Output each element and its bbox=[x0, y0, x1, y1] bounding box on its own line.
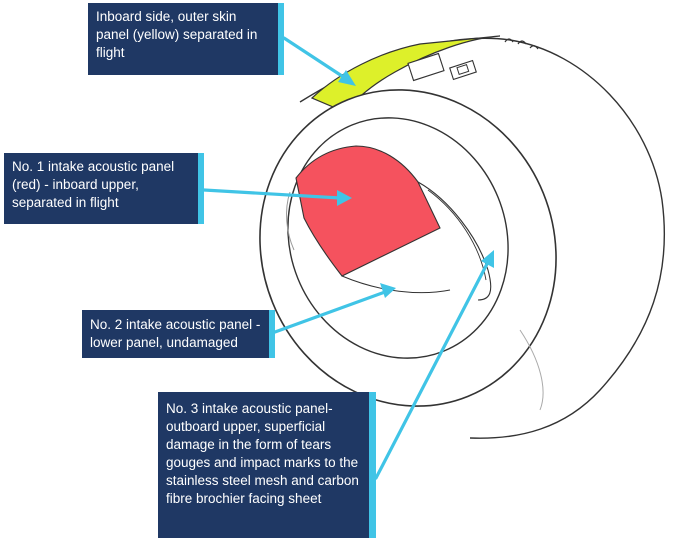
acoustic-panel-no1-red bbox=[295, 145, 441, 277]
cowling-latch-panel bbox=[407, 52, 445, 82]
callout-2-text: No. 1 intake acoustic panel (red) - inbo… bbox=[12, 159, 175, 210]
callout-acoustic-panel-no1: No. 1 intake acoustic panel (red) - inbo… bbox=[4, 153, 204, 224]
callout-acoustic-panel-no2: No. 2 intake acoustic panel - lower pane… bbox=[82, 310, 275, 358]
intake-shading bbox=[286, 191, 295, 251]
outer-skin-panel-yellow bbox=[310, 35, 501, 113]
arrowhead-2 bbox=[337, 190, 352, 206]
callout-acoustic-panel-no3: No. 3 intake acoustic panel- outboard up… bbox=[158, 392, 376, 538]
nacelle-shading bbox=[519, 329, 544, 411]
leader-line-3 bbox=[273, 290, 387, 334]
arrowhead-1 bbox=[338, 70, 356, 86]
leader-arrowheads bbox=[337, 70, 494, 298]
callout-4-text: No. 3 intake acoustic panel- outboard up… bbox=[166, 401, 359, 506]
leader-lines bbox=[202, 36, 490, 480]
leader-line-1 bbox=[282, 36, 347, 80]
acoustic-panel-no2-edge bbox=[341, 275, 451, 294]
callout-3-text: No. 2 intake acoustic panel - lower pane… bbox=[90, 317, 261, 350]
arrowhead-4 bbox=[481, 250, 494, 268]
cowling-top-bumps bbox=[504, 38, 539, 50]
leader-line-2 bbox=[202, 188, 342, 200]
leader-line-4 bbox=[374, 260, 490, 480]
callout-outer-skin-panel: Inboard side, outer skin panel (yellow) … bbox=[88, 3, 284, 75]
arrowhead-3 bbox=[380, 283, 396, 298]
callout-1-text: Inboard side, outer skin panel (yellow) … bbox=[96, 9, 258, 60]
cowling-latch-inner bbox=[456, 64, 470, 76]
